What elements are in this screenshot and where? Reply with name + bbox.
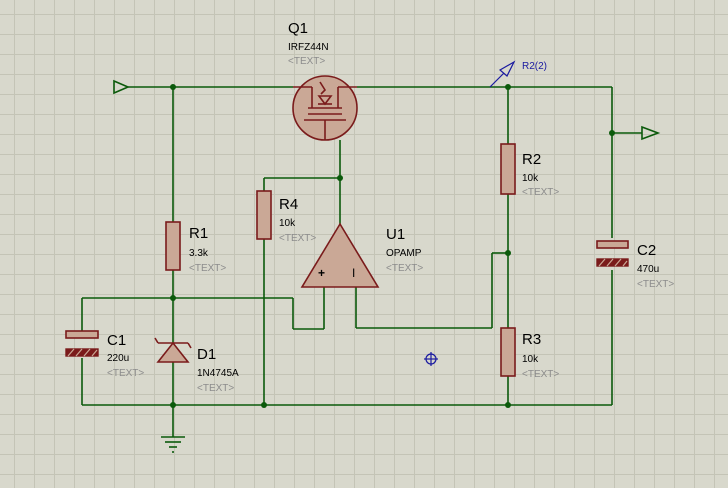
u1-body (300, 222, 380, 288)
c1-text-placeholder: <TEXT> (107, 368, 144, 379)
r4-resistor[interactable] (256, 190, 272, 240)
junction-dot (505, 84, 511, 90)
d1-value-label: 1N4745A (197, 368, 239, 379)
q1-body-diode-icon (317, 95, 333, 106)
r1-resistor[interactable] (165, 221, 181, 271)
u1-plus-input-label: + (318, 266, 325, 280)
r1-ref-label: R1 (189, 225, 208, 242)
junctions (170, 84, 615, 408)
r2-ref-label: R2 (522, 151, 541, 168)
r3-resistor[interactable] (500, 327, 516, 377)
r4-value-label: 10k (279, 218, 296, 229)
origin-marker-icon (424, 352, 438, 366)
c2-ref-label: C2 (637, 242, 656, 259)
r3-value-label: 10k (522, 354, 539, 365)
c1-capacitor[interactable] (65, 330, 99, 357)
junction-dot (170, 84, 176, 90)
d1-text-placeholder: <TEXT> (197, 383, 234, 394)
input-terminal-arrow[interactable] (113, 79, 131, 95)
wires (81, 86, 642, 437)
d1-zener-diode[interactable] (154, 337, 192, 363)
r4-ref-label: R4 (279, 196, 298, 213)
r3-ref-label: R3 (522, 331, 541, 348)
c2-value-label: 470u (637, 264, 659, 275)
q1-value-label: IRFZ44N (288, 42, 329, 53)
junction-dot (505, 402, 511, 408)
c2-text-placeholder: <TEXT> (637, 279, 674, 290)
r2-resistor[interactable] (500, 143, 516, 195)
q1-text-placeholder: <TEXT> (288, 56, 325, 67)
d1-ref-label: D1 (197, 346, 216, 363)
junction-dot (337, 175, 343, 181)
junction-dot (609, 130, 615, 136)
r3-text-placeholder: <TEXT> (522, 369, 559, 380)
u1-opamp[interactable] (300, 222, 380, 288)
probe-label: R2(2) (522, 61, 547, 72)
q1-mosfet[interactable] (292, 75, 358, 141)
ground-icon[interactable] (161, 436, 185, 453)
u1-ref-label: U1 (386, 226, 405, 243)
junction-dot (170, 402, 176, 408)
r4-text-placeholder: <TEXT> (279, 233, 316, 244)
u1-text-placeholder: <TEXT> (386, 263, 423, 274)
r1-text-placeholder: <TEXT> (189, 263, 226, 274)
junction-dot (170, 295, 176, 301)
r1-value-label: 3.3k (189, 248, 209, 259)
output-terminal-arrow[interactable] (641, 125, 661, 141)
voltage-probe-icon[interactable] (489, 60, 516, 88)
r2-value-label: 10k (522, 173, 539, 184)
c1-value-label: 220u (107, 353, 129, 364)
c1-ref-label: C1 (107, 332, 126, 349)
u1-minus-input-label: I (352, 266, 355, 280)
u1-value-label: OPAMP (386, 248, 422, 259)
q1-ref-label: Q1 (288, 20, 308, 37)
r2-text-placeholder: <TEXT> (522, 187, 559, 198)
junction-dot (505, 250, 511, 256)
c2-capacitor[interactable] (596, 240, 629, 267)
junction-dot (261, 402, 267, 408)
